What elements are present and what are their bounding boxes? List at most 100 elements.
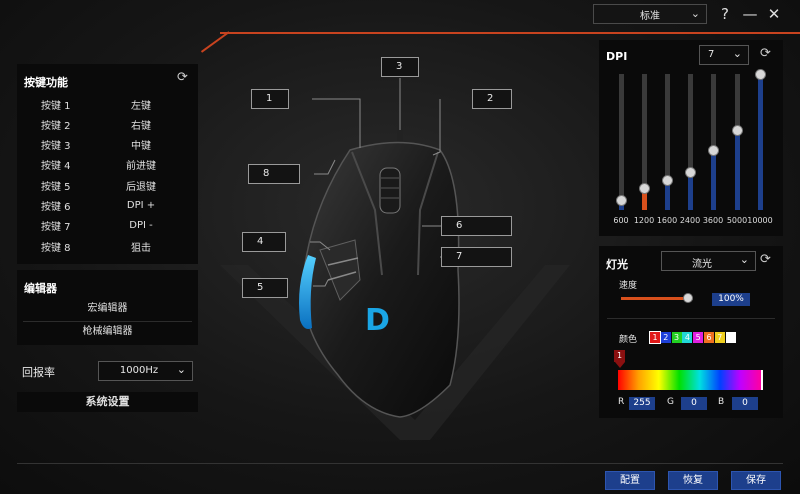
key-name: 按键 6 (41, 202, 71, 213)
editor-panel: 编辑器 宏编辑器 枪械编辑器 (17, 270, 198, 345)
color-swatch[interactable]: 2 (660, 332, 671, 343)
report-rate-label: 回报率 (22, 366, 55, 379)
r-value-input[interactable]: 255 (629, 397, 655, 410)
editor-divider (23, 321, 192, 322)
key-function: DPI - (129, 220, 153, 232)
button-callout-2[interactable]: 2 (472, 89, 512, 109)
dpi-slider-track[interactable] (708, 74, 719, 210)
dpi-slider-track[interactable] (685, 74, 696, 210)
dpi-slider-fill (711, 150, 716, 210)
key-row[interactable]: 按键 1 左键 (17, 94, 195, 114)
color-swatch[interactable]: 4 (682, 332, 693, 343)
key-name: 按键 5 (41, 181, 71, 193)
speed-slider-fill (621, 297, 688, 300)
dpi-level-label: 600 (613, 216, 629, 225)
color-swatch[interactable] (725, 332, 736, 343)
button-callout-1[interactable]: 1 (251, 89, 289, 109)
macro-editor-button[interactable]: 宏编辑器 (87, 303, 128, 314)
key-row[interactable]: 按键 6 DPI + (17, 196, 195, 216)
key-function: 前进键 (126, 161, 156, 173)
refresh-icon[interactable]: ⟳ (177, 70, 188, 85)
key-row[interactable]: 按键 3 中键 (17, 135, 195, 155)
chevron-down-icon: ⌄ (690, 7, 700, 20)
key-function: 左键 (131, 100, 151, 112)
system-settings-button[interactable]: 系统设置 (17, 392, 198, 412)
dpi-slider-track[interactable] (616, 74, 627, 210)
config-button[interactable]: 配置 (605, 471, 655, 490)
button-callout-3[interactable]: 3 (381, 57, 419, 77)
color-swatch[interactable]: 5 (693, 332, 704, 343)
report-rate-dropdown[interactable]: 1000Hz ⌄ (98, 361, 193, 381)
dpi-slider-track[interactable] (639, 74, 650, 210)
key-name: 按键 8 (41, 242, 71, 254)
key-row[interactable]: 按键 4 前进键 (17, 155, 195, 175)
color-swatch[interactable]: 6 (704, 332, 714, 343)
b-value-input[interactable]: 0 (732, 397, 758, 410)
key-name: 按键 3 (41, 141, 71, 153)
button-callout-7[interactable]: 7 (441, 247, 512, 267)
r-label: R (618, 397, 625, 407)
dpi-level-dropdown[interactable]: 7 ⌄ (699, 45, 749, 65)
color-marker[interactable]: 1 (614, 350, 625, 362)
dpi-slider-knob[interactable] (616, 195, 627, 207)
dpi-slider-knob[interactable] (708, 145, 719, 157)
refresh-icon[interactable]: ⟳ (760, 46, 771, 61)
save-button[interactable]: 保存 (731, 471, 781, 490)
light-mode-dropdown[interactable]: 流光 ⌄ (661, 251, 756, 271)
dpi-slider-track[interactable] (732, 74, 743, 210)
color-swatch[interactable]: 7 (714, 332, 725, 343)
gun-editor-button[interactable]: 枪械编辑器 (82, 326, 133, 337)
g-value-input[interactable]: 0 (681, 397, 707, 410)
report-rate-value: 1000Hz (119, 365, 159, 376)
speed-slider-track[interactable] (621, 293, 693, 303)
key-name: 按键 4 (41, 161, 71, 173)
dpi-slider-knob[interactable] (755, 69, 766, 80)
dpi-slider-knob[interactable] (732, 124, 743, 136)
dpi-slider-track[interactable] (755, 69, 766, 210)
dpi-slider-knob[interactable] (685, 166, 696, 178)
chevron-down-icon: ⌄ (739, 253, 749, 266)
restore-button[interactable]: 恢复 (668, 471, 718, 490)
dpi-level-label: 3600 (702, 216, 724, 225)
close-button[interactable]: ✕ (767, 5, 781, 23)
dpi-level-label: 10000 (747, 216, 773, 225)
color-swatch[interactable]: 3 (671, 332, 682, 343)
dpi-slider-knob[interactable] (662, 175, 673, 187)
color-label: 颜色 (619, 335, 638, 345)
profile-dropdown[interactable]: 标准 ⌄ (593, 4, 707, 24)
key-row[interactable]: 按键 8 狙击 (17, 236, 195, 256)
key-name: 按键 1 (41, 100, 71, 112)
button-callout-8[interactable]: 8 (248, 164, 300, 184)
side-glow (299, 255, 316, 329)
key-function: 狙击 (131, 242, 151, 254)
color-spectrum-bar[interactable] (618, 370, 763, 390)
bottom-divider (17, 463, 783, 464)
minimize-button[interactable]: — (742, 5, 758, 23)
speed-slider-knob[interactable] (682, 293, 693, 303)
brand-logo-icon: D (365, 303, 390, 338)
profile-dropdown-value: 标准 (640, 10, 660, 22)
dpi-slider-knob[interactable] (639, 183, 650, 195)
scroll-wheel (379, 167, 401, 214)
dpi-slider-track[interactable] (662, 74, 673, 210)
button-callout-4[interactable]: 4 (242, 232, 286, 252)
help-button[interactable]: ? (721, 5, 729, 23)
refresh-icon[interactable]: ⟳ (760, 252, 771, 267)
button-callout-6[interactable]: 6 (441, 216, 512, 236)
speed-label: 速度 (619, 281, 638, 291)
color-swatch[interactable]: 1 (649, 331, 661, 344)
button-callout-5[interactable]: 5 (242, 278, 288, 298)
dpi-level-value: 7 (708, 49, 715, 60)
dpi-slider-fill (735, 129, 740, 210)
key-function: 右键 (131, 120, 151, 132)
dpi-level-label: 2400 (679, 216, 701, 225)
key-function: 中键 (131, 141, 151, 153)
key-function: DPI + (126, 200, 156, 211)
dpi-slider-fill (758, 74, 763, 210)
b-label: B (718, 397, 725, 407)
